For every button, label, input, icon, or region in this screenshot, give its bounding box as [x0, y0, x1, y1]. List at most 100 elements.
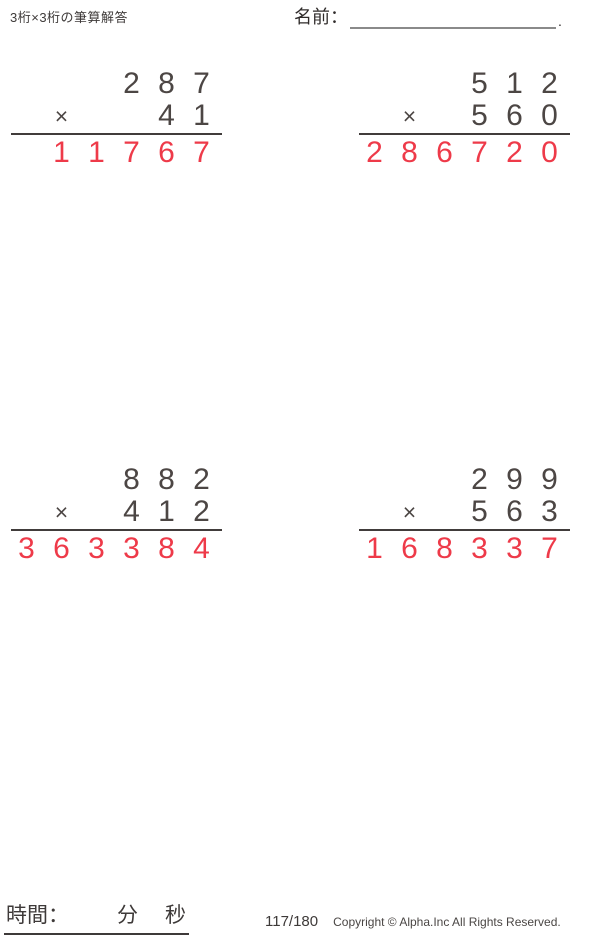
empty-cell [357, 496, 392, 529]
seconds-label: 秒 [165, 904, 186, 927]
empty-cell [9, 136, 44, 170]
digit: 8 [158, 67, 175, 100]
empty-cell [79, 100, 114, 133]
digit: 4 [193, 532, 210, 565]
empty-cell [392, 68, 427, 100]
digit: 2 [506, 136, 523, 169]
answer-line [11, 529, 222, 531]
multiply-icon: × [402, 499, 417, 525]
digit: 1 [88, 136, 105, 169]
empty-cell [427, 464, 462, 496]
empty-cell [9, 68, 44, 100]
page-number: 117/180 [265, 913, 319, 930]
empty-cell [357, 100, 392, 133]
time-label: 時間： [6, 904, 69, 927]
name-field: 名前： . [294, 4, 562, 29]
footer-right: 117/180 Copyright © Alpha.Inc All Rights… [265, 913, 561, 930]
name-suffix: . [558, 13, 562, 29]
digit: 1 [366, 532, 383, 565]
name-label: 名前： [294, 7, 348, 27]
digit: 8 [123, 463, 140, 496]
empty-cell [427, 496, 462, 529]
digit: 2 [193, 463, 210, 496]
empty-cell [44, 464, 79, 496]
digit: 9 [506, 463, 523, 496]
digit: 4 [123, 495, 140, 528]
digit: 8 [401, 136, 418, 169]
digit: 8 [158, 463, 175, 496]
digit: 3 [541, 495, 558, 528]
answer-line [359, 529, 570, 531]
digit: 6 [506, 495, 523, 528]
multiply-icon: × [54, 103, 69, 129]
digit: 3 [506, 532, 523, 565]
digit: 3 [88, 532, 105, 565]
multiply-icon: × [54, 499, 69, 525]
digit: 7 [193, 67, 210, 100]
name-input-line [350, 4, 556, 29]
digit: 1 [506, 67, 523, 100]
empty-cell [9, 100, 44, 133]
copyright-text: Copyright © Alpha.Inc All Rights Reserve… [333, 915, 561, 929]
digit: 4 [158, 99, 175, 132]
digit: 9 [541, 463, 558, 496]
digit: 3 [471, 532, 488, 565]
digit: 2 [541, 67, 558, 100]
empty-cell [44, 68, 79, 100]
empty-cell [79, 496, 114, 529]
digit: 5 [471, 67, 488, 100]
digit: 2 [471, 463, 488, 496]
digit: 6 [53, 532, 70, 565]
digit: 8 [158, 532, 175, 565]
empty-cell [357, 68, 392, 100]
digit: 6 [158, 136, 175, 169]
digit: 2 [366, 136, 383, 169]
page-title: 3桁×3桁の筆算解答 [10, 10, 129, 25]
empty-cell [427, 68, 462, 100]
empty-cell [79, 464, 114, 496]
multiply-icon: × [402, 103, 417, 129]
digit: 1 [53, 136, 70, 169]
digit: 6 [436, 136, 453, 169]
digit: 3 [18, 532, 35, 565]
answer-line [359, 133, 570, 135]
empty-cell [79, 68, 114, 100]
empty-cell [427, 100, 462, 133]
minutes-label: 分 [117, 904, 138, 927]
empty-cell [9, 496, 44, 529]
time-field: 時間： 分 秒 [4, 899, 189, 935]
digit: 6 [506, 99, 523, 132]
empty-cell [392, 464, 427, 496]
digit: 7 [123, 136, 140, 169]
digit: 7 [541, 532, 558, 565]
digit: 7 [471, 136, 488, 169]
digit: 0 [541, 99, 558, 132]
digit: 0 [541, 136, 558, 169]
answer-line [11, 133, 222, 135]
digit: 2 [123, 67, 140, 100]
digit: 5 [471, 99, 488, 132]
digit: 1 [193, 99, 210, 132]
digit: 8 [436, 532, 453, 565]
digit: 2 [193, 495, 210, 528]
digit: 5 [471, 495, 488, 528]
